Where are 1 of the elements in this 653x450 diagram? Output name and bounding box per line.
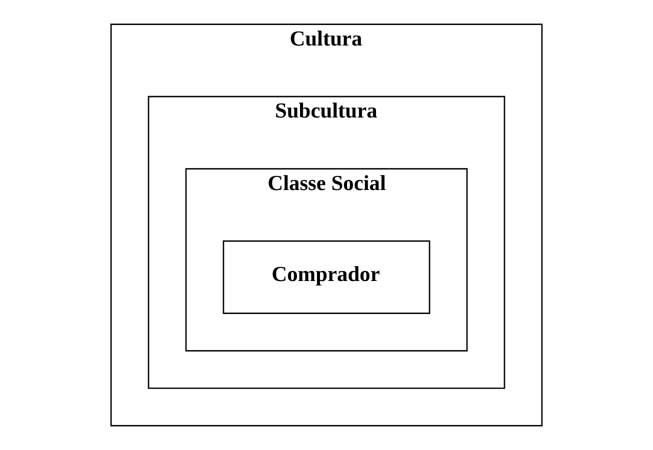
node-box: Comprador [222, 240, 430, 314]
